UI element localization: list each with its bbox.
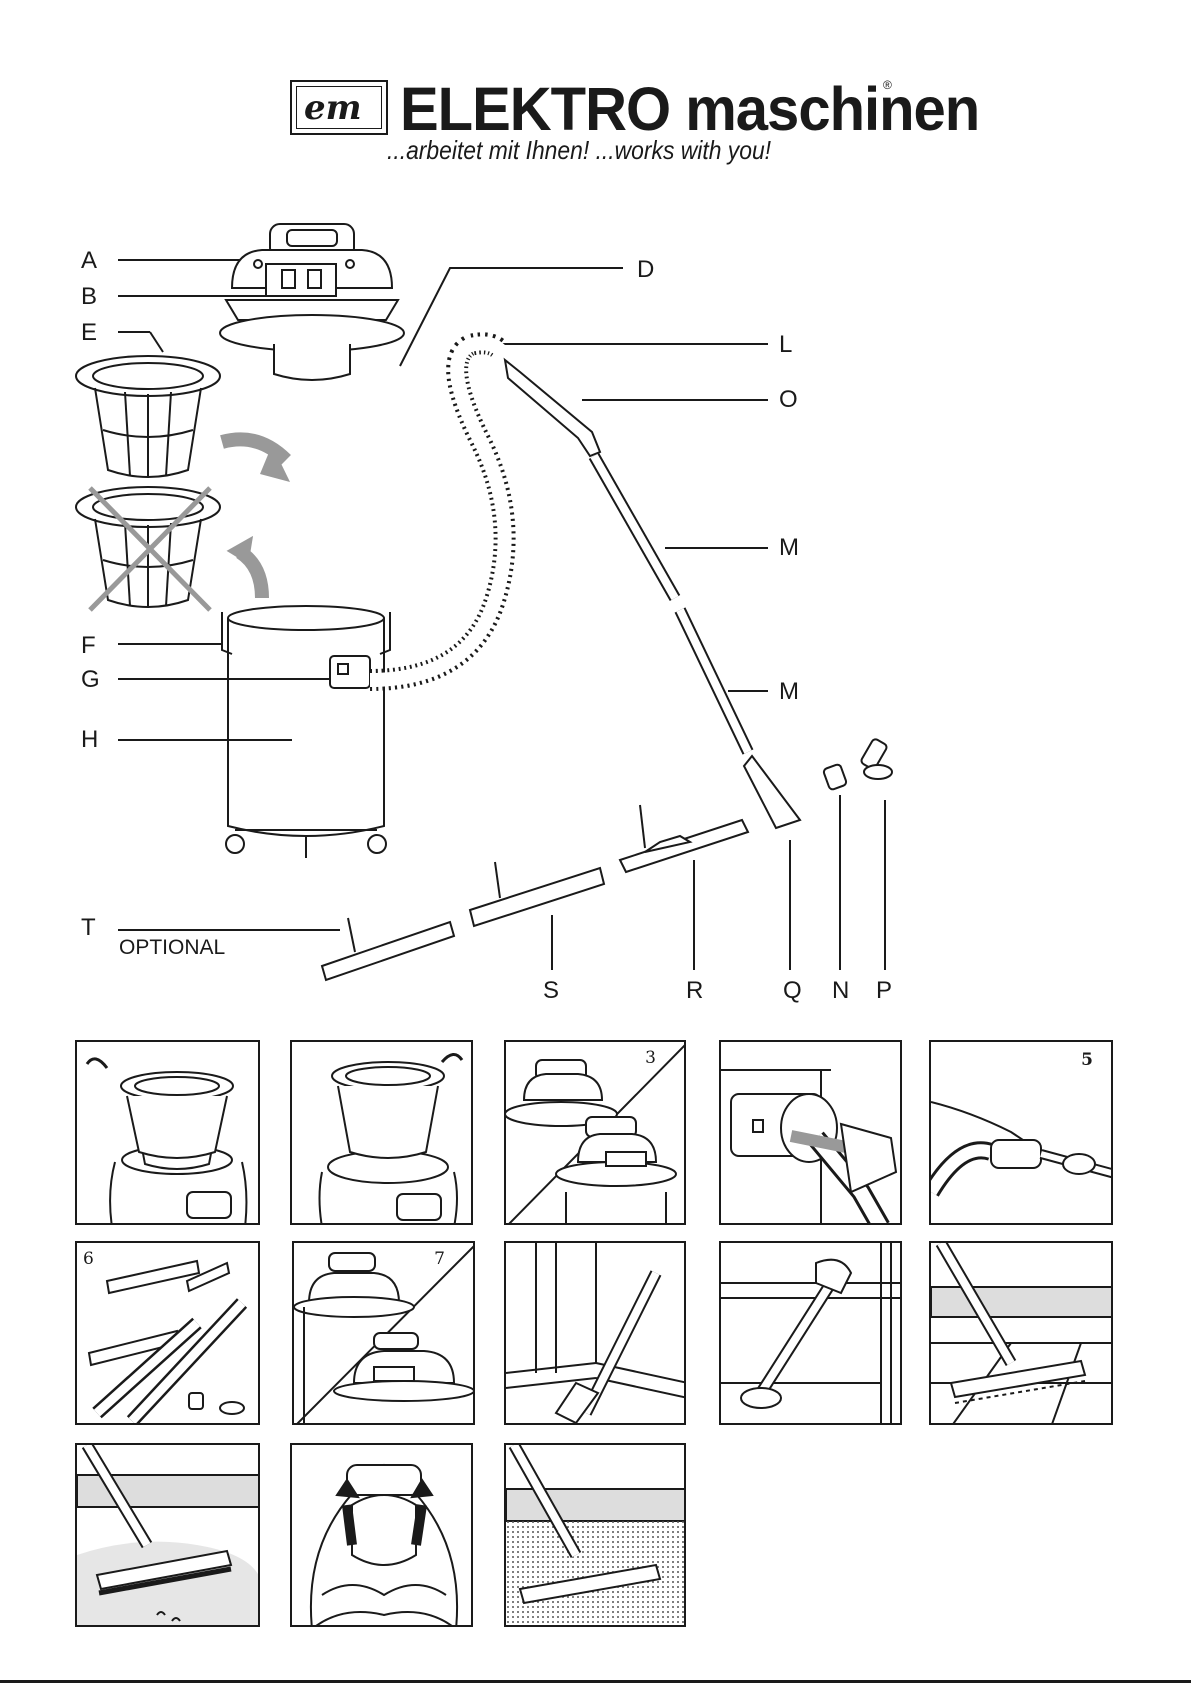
step-panel-4 bbox=[719, 1040, 902, 1225]
part-label-a: A bbox=[81, 247, 97, 275]
step-panel-9 bbox=[719, 1241, 902, 1425]
step-panel-6: 6 bbox=[75, 1241, 260, 1425]
step-panel-1 bbox=[75, 1040, 260, 1225]
step-panel-5: 5 bbox=[929, 1040, 1113, 1225]
step-panel-2 bbox=[290, 1040, 473, 1225]
step-number-7: 7 bbox=[434, 1249, 445, 1269]
part-label-m-upper: M bbox=[779, 534, 799, 562]
part-label-p: P bbox=[876, 977, 892, 1005]
part-label-e: E bbox=[81, 319, 97, 347]
part-label-s: S bbox=[543, 977, 559, 1005]
step-panel-8 bbox=[504, 1241, 686, 1425]
step-panel-7: 7 bbox=[292, 1241, 475, 1425]
part-label-q: Q bbox=[783, 977, 802, 1005]
part-label-b: B bbox=[81, 283, 97, 311]
step-panel-10 bbox=[929, 1241, 1113, 1425]
part-label-m-lower: M bbox=[779, 678, 799, 706]
step-number-5: 5 bbox=[1081, 1050, 1093, 1070]
part-label-n: N bbox=[832, 977, 849, 1005]
part-label-h: H bbox=[81, 726, 98, 754]
step-number-6: 6 bbox=[83, 1249, 94, 1269]
step-panel-11 bbox=[75, 1443, 260, 1627]
part-label-l: L bbox=[779, 331, 792, 359]
parts-diagram bbox=[0, 0, 1191, 1020]
step-number-3: 3 bbox=[645, 1048, 656, 1068]
step-panel-13 bbox=[504, 1443, 686, 1627]
part-label-d: D bbox=[637, 256, 654, 284]
part-label-o: O bbox=[779, 386, 798, 414]
step-panel-12 bbox=[290, 1443, 473, 1627]
part-label-g: G bbox=[81, 666, 100, 694]
step-panel-3: 3 bbox=[504, 1040, 686, 1225]
page-bottom-rule bbox=[0, 1680, 1191, 1683]
part-label-r: R bbox=[686, 977, 703, 1005]
part-label-t: T bbox=[81, 914, 96, 942]
optional-label: OPTIONAL bbox=[119, 936, 225, 960]
part-label-f: F bbox=[81, 632, 96, 660]
